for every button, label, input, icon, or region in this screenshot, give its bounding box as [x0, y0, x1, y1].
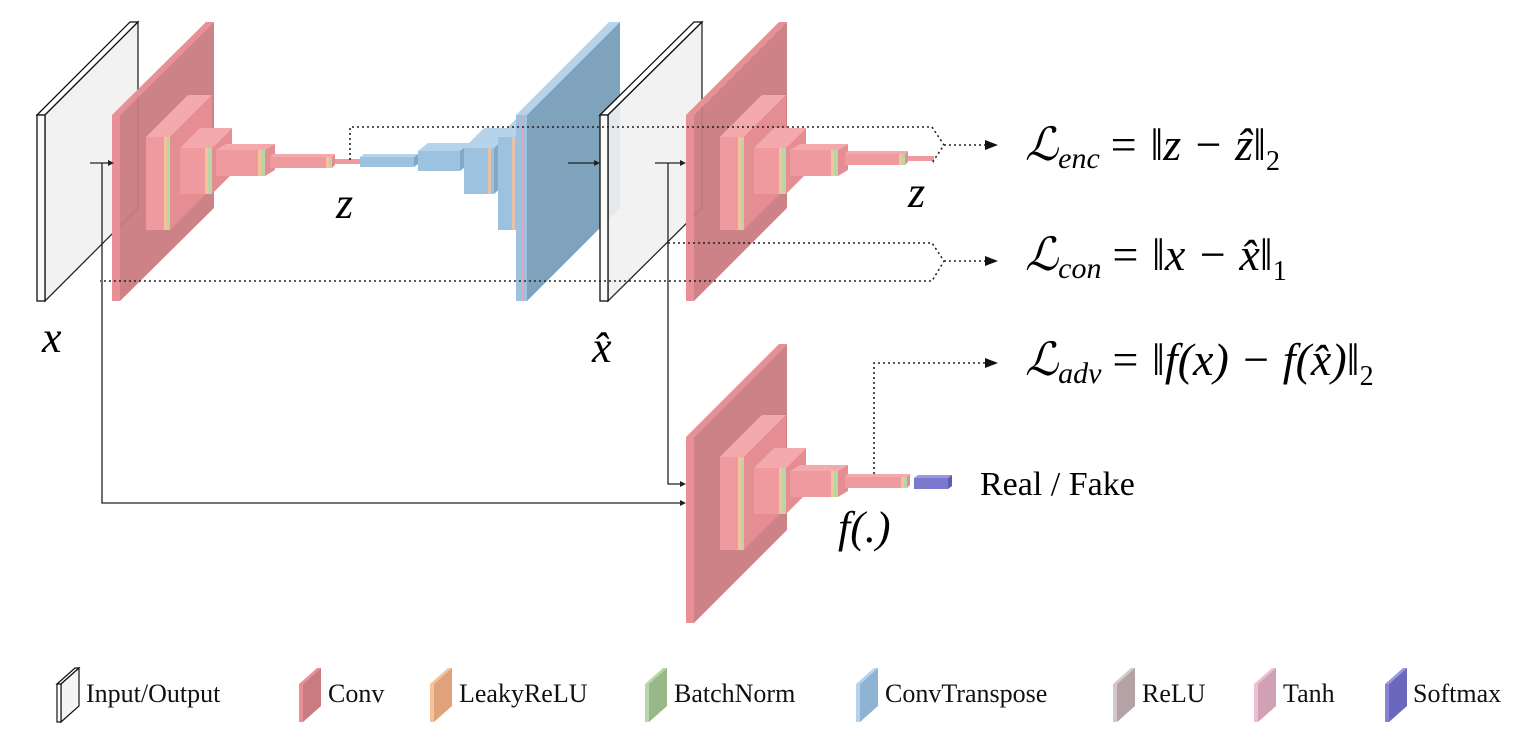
legend-label-convtranspose: ConvTranspose — [885, 679, 1047, 708]
encoder-1 — [35, 20, 360, 303]
loss-enc-symbol: ℒ — [1025, 119, 1059, 170]
loss-con-sub: con — [1058, 252, 1101, 285]
legend-label-input-output: Input/Output — [86, 679, 221, 708]
discriminator — [686, 344, 952, 623]
legend-item-softmax: Softmax — [1385, 668, 1501, 722]
loss-adv-norm: 2 — [1360, 361, 1374, 392]
batchnorm-swatch — [645, 668, 667, 722]
loss-enc-body: = ‖z − ẑ‖ — [1108, 119, 1266, 170]
conv-block-4 — [216, 144, 275, 176]
softmax-output — [914, 475, 952, 489]
output-plane-x-hat — [598, 20, 704, 303]
convtranspose-swatch — [856, 668, 878, 722]
svg-text:ℒadv= ‖f(x) − f(x̂)‖2: ℒadv= ‖f(x) − f(x̂)‖2 — [1025, 334, 1374, 392]
encoder-2 — [686, 22, 934, 301]
loss-adv: ℒadv= ‖f(x) − f(x̂)‖2 — [1025, 334, 1374, 392]
legend-item-tanh: Tanh — [1254, 668, 1335, 722]
latent-bar-z-hat — [908, 156, 934, 161]
real-fake-label: Real / Fake — [980, 466, 1135, 503]
legend-label-leakyrelu: LeakyReLU — [459, 679, 588, 708]
conv-block-5 — [270, 154, 335, 168]
loss-con-norm: 1 — [1273, 256, 1287, 287]
label-x-hat: x̂ — [591, 323, 612, 372]
legend-item-conv: Conv — [299, 668, 384, 722]
legend-label-tanh: Tanh — [1283, 679, 1335, 708]
legend-label-conv: Conv — [328, 679, 384, 708]
convtranspose-2 — [418, 143, 470, 171]
legend-item-input-output: Input/Output — [55, 666, 221, 724]
loss-adv-sub: adv — [1058, 357, 1102, 390]
legend-item-leakyrelu: LeakyReLU — [430, 668, 588, 722]
loss-enc-sub: enc — [1058, 142, 1100, 175]
svg-text:ℒcon= ‖x − x̂‖1: ℒcon= ‖x − x̂‖1 — [1025, 229, 1287, 287]
tanh-swatch — [1254, 668, 1276, 722]
loss-adv-symbol: ℒ — [1025, 334, 1059, 385]
loss-adv-body: = ‖f(x) − f(x̂)‖ — [1109, 334, 1359, 385]
conv-block-4-d — [790, 465, 848, 497]
label-f: f(.) — [838, 503, 891, 552]
relu-swatch — [1113, 668, 1135, 722]
loss-con-body: = ‖x − x̂‖ — [1109, 229, 1272, 280]
leakyrelu-swatch — [430, 668, 452, 722]
legend-item-batchnorm: BatchNorm — [645, 668, 795, 722]
conv-block-5-e2 — [845, 151, 908, 165]
connectors — [90, 126, 998, 506]
conv-block-5-d — [845, 474, 910, 488]
legend-label-batchnorm: BatchNorm — [674, 679, 795, 708]
conv-block-4-e2 — [790, 144, 848, 176]
convtranspose-1 — [360, 154, 418, 167]
loss-con: ℒcon= ‖x − x̂‖1 — [1025, 229, 1287, 287]
label-z: z — [335, 179, 353, 228]
softmax-swatch — [1385, 668, 1407, 722]
legend: Input/Output Conv LeakyReLU — [55, 666, 1501, 724]
loss-enc: ℒenc= ‖z − ẑ‖2 — [1025, 119, 1280, 177]
conv-block-3-d — [754, 448, 806, 514]
loss-con-symbol: ℒ — [1025, 229, 1059, 280]
convtranspose-large — [516, 22, 620, 301]
legend-item-convtranspose: ConvTranspose — [856, 668, 1047, 722]
legend-item-relu: ReLU — [1113, 668, 1206, 722]
label-z-2: z — [907, 168, 925, 217]
latent-bar-z — [335, 159, 360, 164]
conv-swatch — [299, 668, 321, 722]
svg-text:ℒenc= ‖z − ẑ‖2: ℒenc= ‖z − ẑ‖2 — [1025, 119, 1280, 177]
loss-enc-norm: 2 — [1266, 146, 1280, 177]
input-output-swatch — [55, 666, 81, 724]
legend-label-softmax: Softmax — [1413, 679, 1501, 708]
legend-label-relu: ReLU — [1142, 679, 1206, 708]
decoder — [360, 22, 620, 301]
label-x: x — [41, 313, 62, 362]
